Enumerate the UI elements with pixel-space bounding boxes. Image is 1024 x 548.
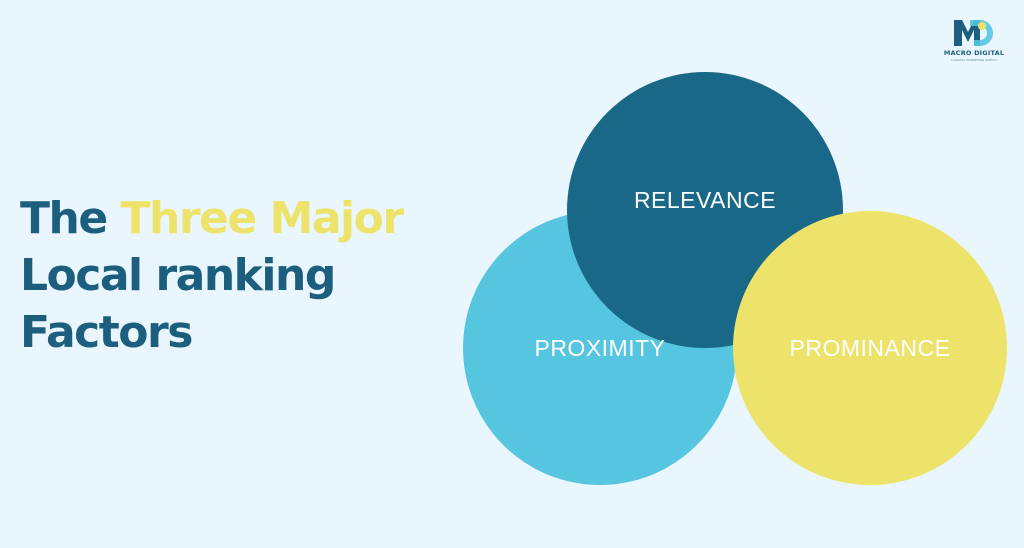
- md-logo-icon: [954, 20, 993, 46]
- brand-logo: MACRO DIGITAL A DIGITAL MARKETING AGENCY: [938, 14, 1010, 64]
- title-highlight: Three Major: [120, 193, 405, 244]
- page-title: The Three Major Local ranking Factors: [20, 190, 405, 361]
- title-line-2: Local ranking: [20, 250, 336, 301]
- title-line-3: Factors: [20, 307, 193, 358]
- proximity-label: PROXIMITY: [534, 335, 665, 361]
- title-part-1: The: [20, 193, 121, 244]
- relevance-label: RELEVANCE: [634, 187, 776, 213]
- brand-name: MACRO DIGITAL: [943, 49, 1005, 57]
- prominance-circle: [733, 211, 1007, 485]
- brand-tagline: A DIGITAL MARKETING AGENCY: [950, 58, 998, 62]
- prominance-label: PROMINANCE: [790, 335, 951, 361]
